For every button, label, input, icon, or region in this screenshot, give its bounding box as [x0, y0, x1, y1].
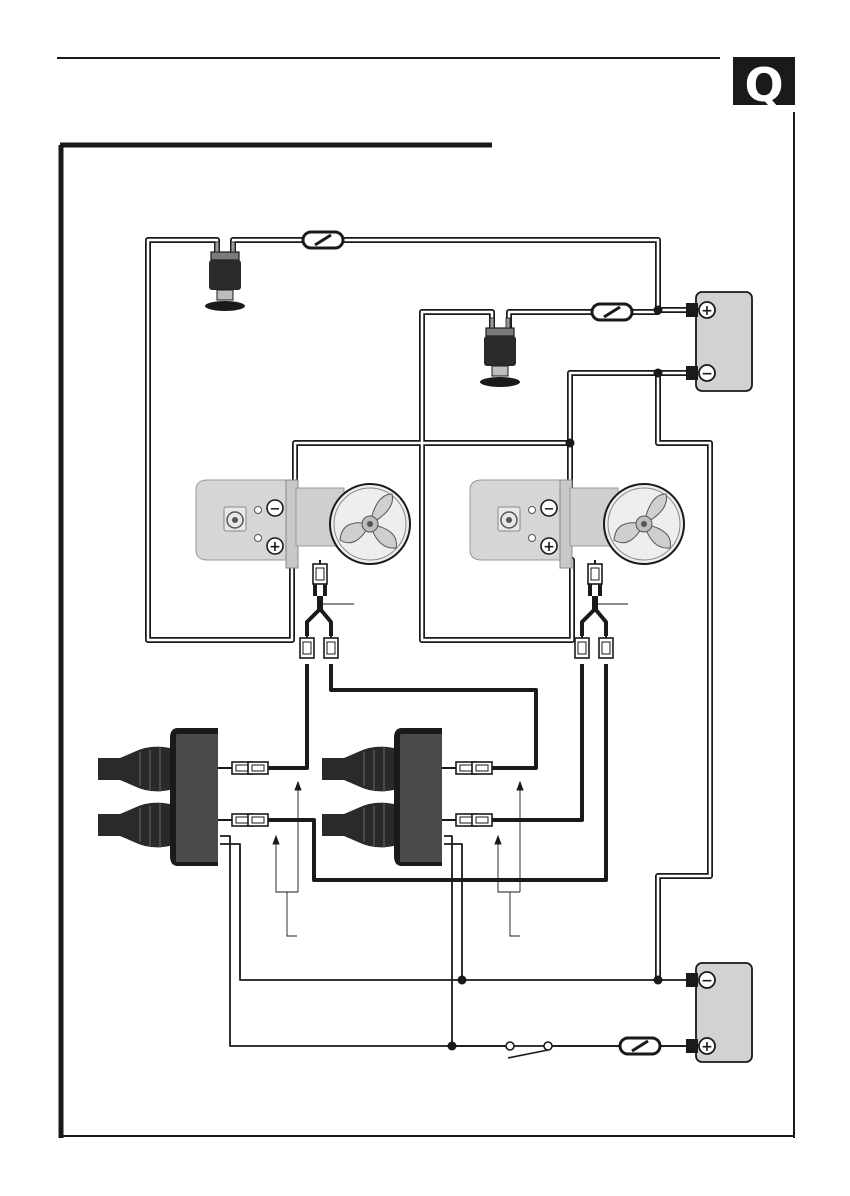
thruster-left-icon: − + — [196, 480, 410, 568]
battery-main-positive-label: + — [701, 303, 713, 319]
joystick-left-icon — [98, 728, 218, 866]
battery-aux-icon: − + — [686, 963, 752, 1062]
junction-dots — [448, 306, 663, 1051]
power-wires — [148, 240, 710, 980]
thruster-left-positive-label: + — [269, 539, 281, 555]
signal-wires — [220, 836, 696, 1046]
thruster-right-icon: − + — [470, 480, 684, 568]
thruster-right-positive-label: + — [543, 539, 555, 555]
fuse-aux-icon — [620, 1038, 660, 1054]
brand-logo: Q — [733, 57, 795, 112]
thruster-right-negative-label: − — [544, 502, 555, 517]
solenoid-left-icon — [205, 242, 245, 311]
battery-main-negative-label: − — [701, 366, 713, 382]
thruster-left-negative-label: − — [270, 502, 281, 517]
joystick-right-icon — [322, 728, 442, 866]
battery-main-icon: + − — [686, 292, 752, 391]
fuse-main-icon — [303, 232, 343, 248]
battery-aux-positive-label: + — [701, 1039, 713, 1055]
solenoid-right-icon — [480, 318, 520, 387]
thruster-connectors — [300, 560, 628, 658]
brand-logo-letter: Q — [744, 58, 783, 112]
battery-aux-negative-label: − — [701, 973, 713, 989]
fuse-right-icon — [592, 304, 632, 320]
